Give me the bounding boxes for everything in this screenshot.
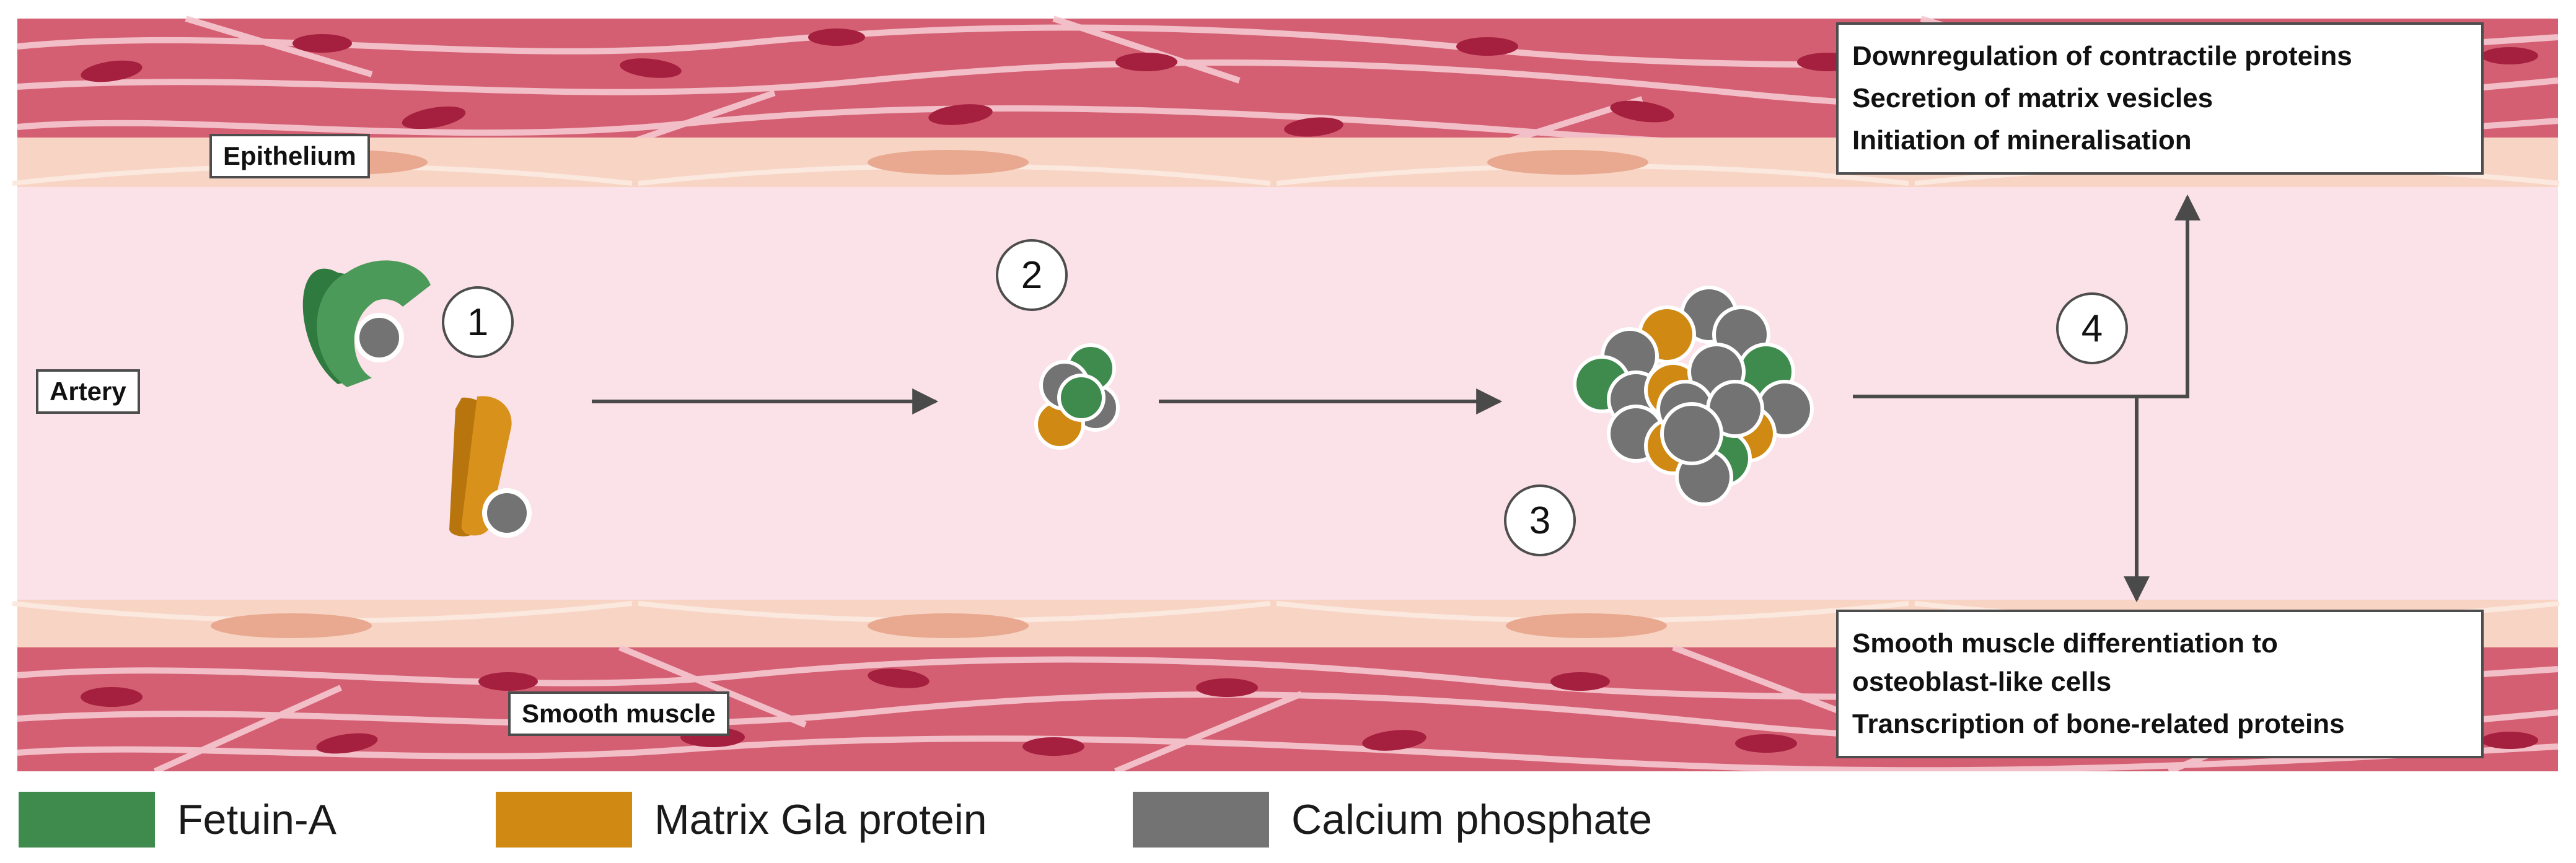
legend-calcium-phosphate: Calcium phosphate	[1133, 792, 1652, 848]
legend-background	[0, 771, 2576, 863]
fetuin-a-molecule	[302, 260, 431, 387]
legend-fetuin-a: Fetuin-A	[19, 792, 336, 848]
effect-line: Downregulation of contractile proteins	[1852, 41, 2352, 71]
artery-label: Artery	[36, 369, 140, 414]
effect-line: Smooth muscle differentiation to	[1852, 628, 2278, 659]
cell-differentiation-box: Smooth muscle differentiation to osteobl…	[1836, 610, 2484, 758]
legend-swatch	[19, 792, 155, 848]
legend-label: Matrix Gla protein	[654, 796, 987, 843]
effect-line: osteoblast-like cells	[1852, 667, 2112, 697]
legend-swatch	[1133, 792, 1269, 848]
step-4-marker: 4	[2056, 292, 2128, 364]
epithelium-label: Epithelium	[209, 134, 370, 178]
legend-swatch	[496, 792, 632, 848]
calciprotein-particle-small	[1034, 343, 1120, 450]
legend-label: Fetuin-A	[177, 796, 336, 843]
step-2-marker: 2	[996, 239, 1068, 311]
effect-line: Transcription of bone-related proteins	[1852, 709, 2345, 739]
step-1-marker: 1	[442, 286, 514, 358]
smooth-muscle-label: Smooth muscle	[508, 691, 729, 736]
effect-line: Initiation of mineralisation	[1852, 125, 2192, 156]
calciprotein-particle-large	[1573, 286, 1814, 506]
matrix-gla-protein-molecule	[449, 396, 532, 538]
arrow-step3-to-top-effects	[1853, 194, 2200, 398]
step-3-marker: 3	[1504, 484, 1576, 556]
legend-matrix-gla-protein: Matrix Gla protein	[496, 792, 987, 848]
vascular-effects-box: Downregulation of contractile proteins S…	[1836, 22, 2484, 175]
effect-line: Secretion of matrix vesicles	[1852, 83, 2213, 113]
process-arrows	[592, 194, 2200, 603]
legend-label: Calcium phosphate	[1291, 796, 1653, 843]
